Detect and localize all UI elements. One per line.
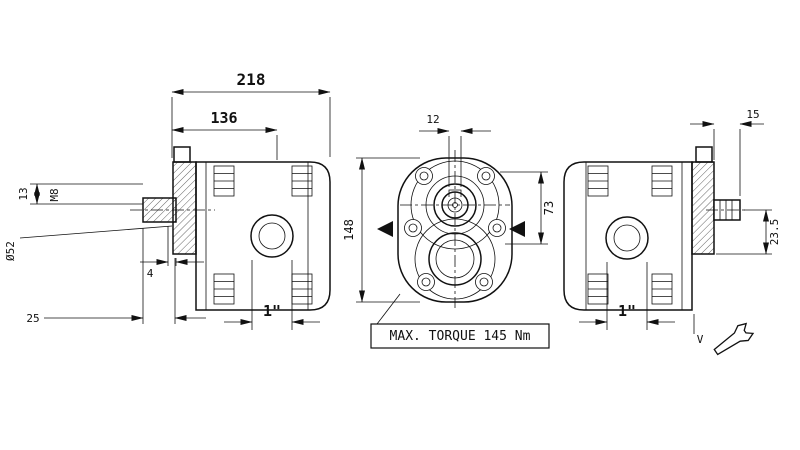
dim-13: 13 [17, 183, 143, 205]
thread-m8-label: M8 [48, 188, 61, 201]
torque-note: MAX. TORQUE 145 Nm [370, 293, 550, 349]
dim-25: 25 [26, 228, 206, 325]
dim-d52-label: Ø52 [4, 241, 17, 261]
valve-callout: V [693, 314, 755, 356]
dim-15-label: 15 [746, 108, 759, 121]
dim-15: 15 [690, 108, 764, 196]
dim-port-right: 1" [579, 262, 675, 330]
dim-4-label: 4 [147, 267, 154, 280]
rear-flange-section [691, 161, 715, 255]
dim-4: 4 [140, 226, 204, 280]
side-port-right-view [605, 216, 649, 260]
dim-23-5: 23.5 [716, 209, 781, 255]
flange-tab-right [695, 146, 713, 163]
dim-25-label: 25 [26, 312, 39, 325]
side-port-left-view [250, 214, 294, 258]
right-side-view [563, 146, 748, 311]
dim-23-5-label: 23.5 [768, 219, 781, 246]
dim-73: 73 [500, 171, 556, 245]
dim-12-label: 12 [426, 113, 439, 126]
bolt-holes [404, 167, 506, 291]
valve-label: V [697, 333, 704, 346]
dim-136-label: 136 [210, 109, 237, 127]
torque-note-label: MAX. TORQUE 145 Nm [390, 329, 531, 344]
flow-arrow-right-icon [509, 221, 525, 237]
rib-blocks-left-view [213, 165, 313, 305]
dim-148: 148 [342, 157, 420, 303]
torque-note-box [370, 323, 550, 349]
dim-218-label: 218 [237, 70, 266, 89]
dim-218: 218 [171, 70, 331, 158]
wrench-icon [713, 322, 755, 356]
front-view [377, 150, 525, 308]
port-size-left-label: 1" [263, 302, 281, 320]
keyway [448, 189, 462, 197]
dim-12: 12 [419, 113, 491, 187]
dim-port-left: 1" [224, 260, 320, 330]
port-size-right-label: 1" [618, 302, 636, 320]
flow-arrow-left-icon [377, 221, 393, 237]
flange-tab [173, 146, 191, 163]
left-side-view [130, 146, 331, 311]
rib-blocks-right-view [587, 165, 673, 305]
dim-148-label: 148 [342, 219, 356, 241]
dim-m8: M8 [48, 188, 61, 201]
dim-73-label: 73 [542, 201, 556, 215]
dim-d52: Ø52 [4, 225, 173, 261]
dim-136: 136 [171, 109, 278, 160]
dim-13-label: 13 [17, 187, 30, 200]
